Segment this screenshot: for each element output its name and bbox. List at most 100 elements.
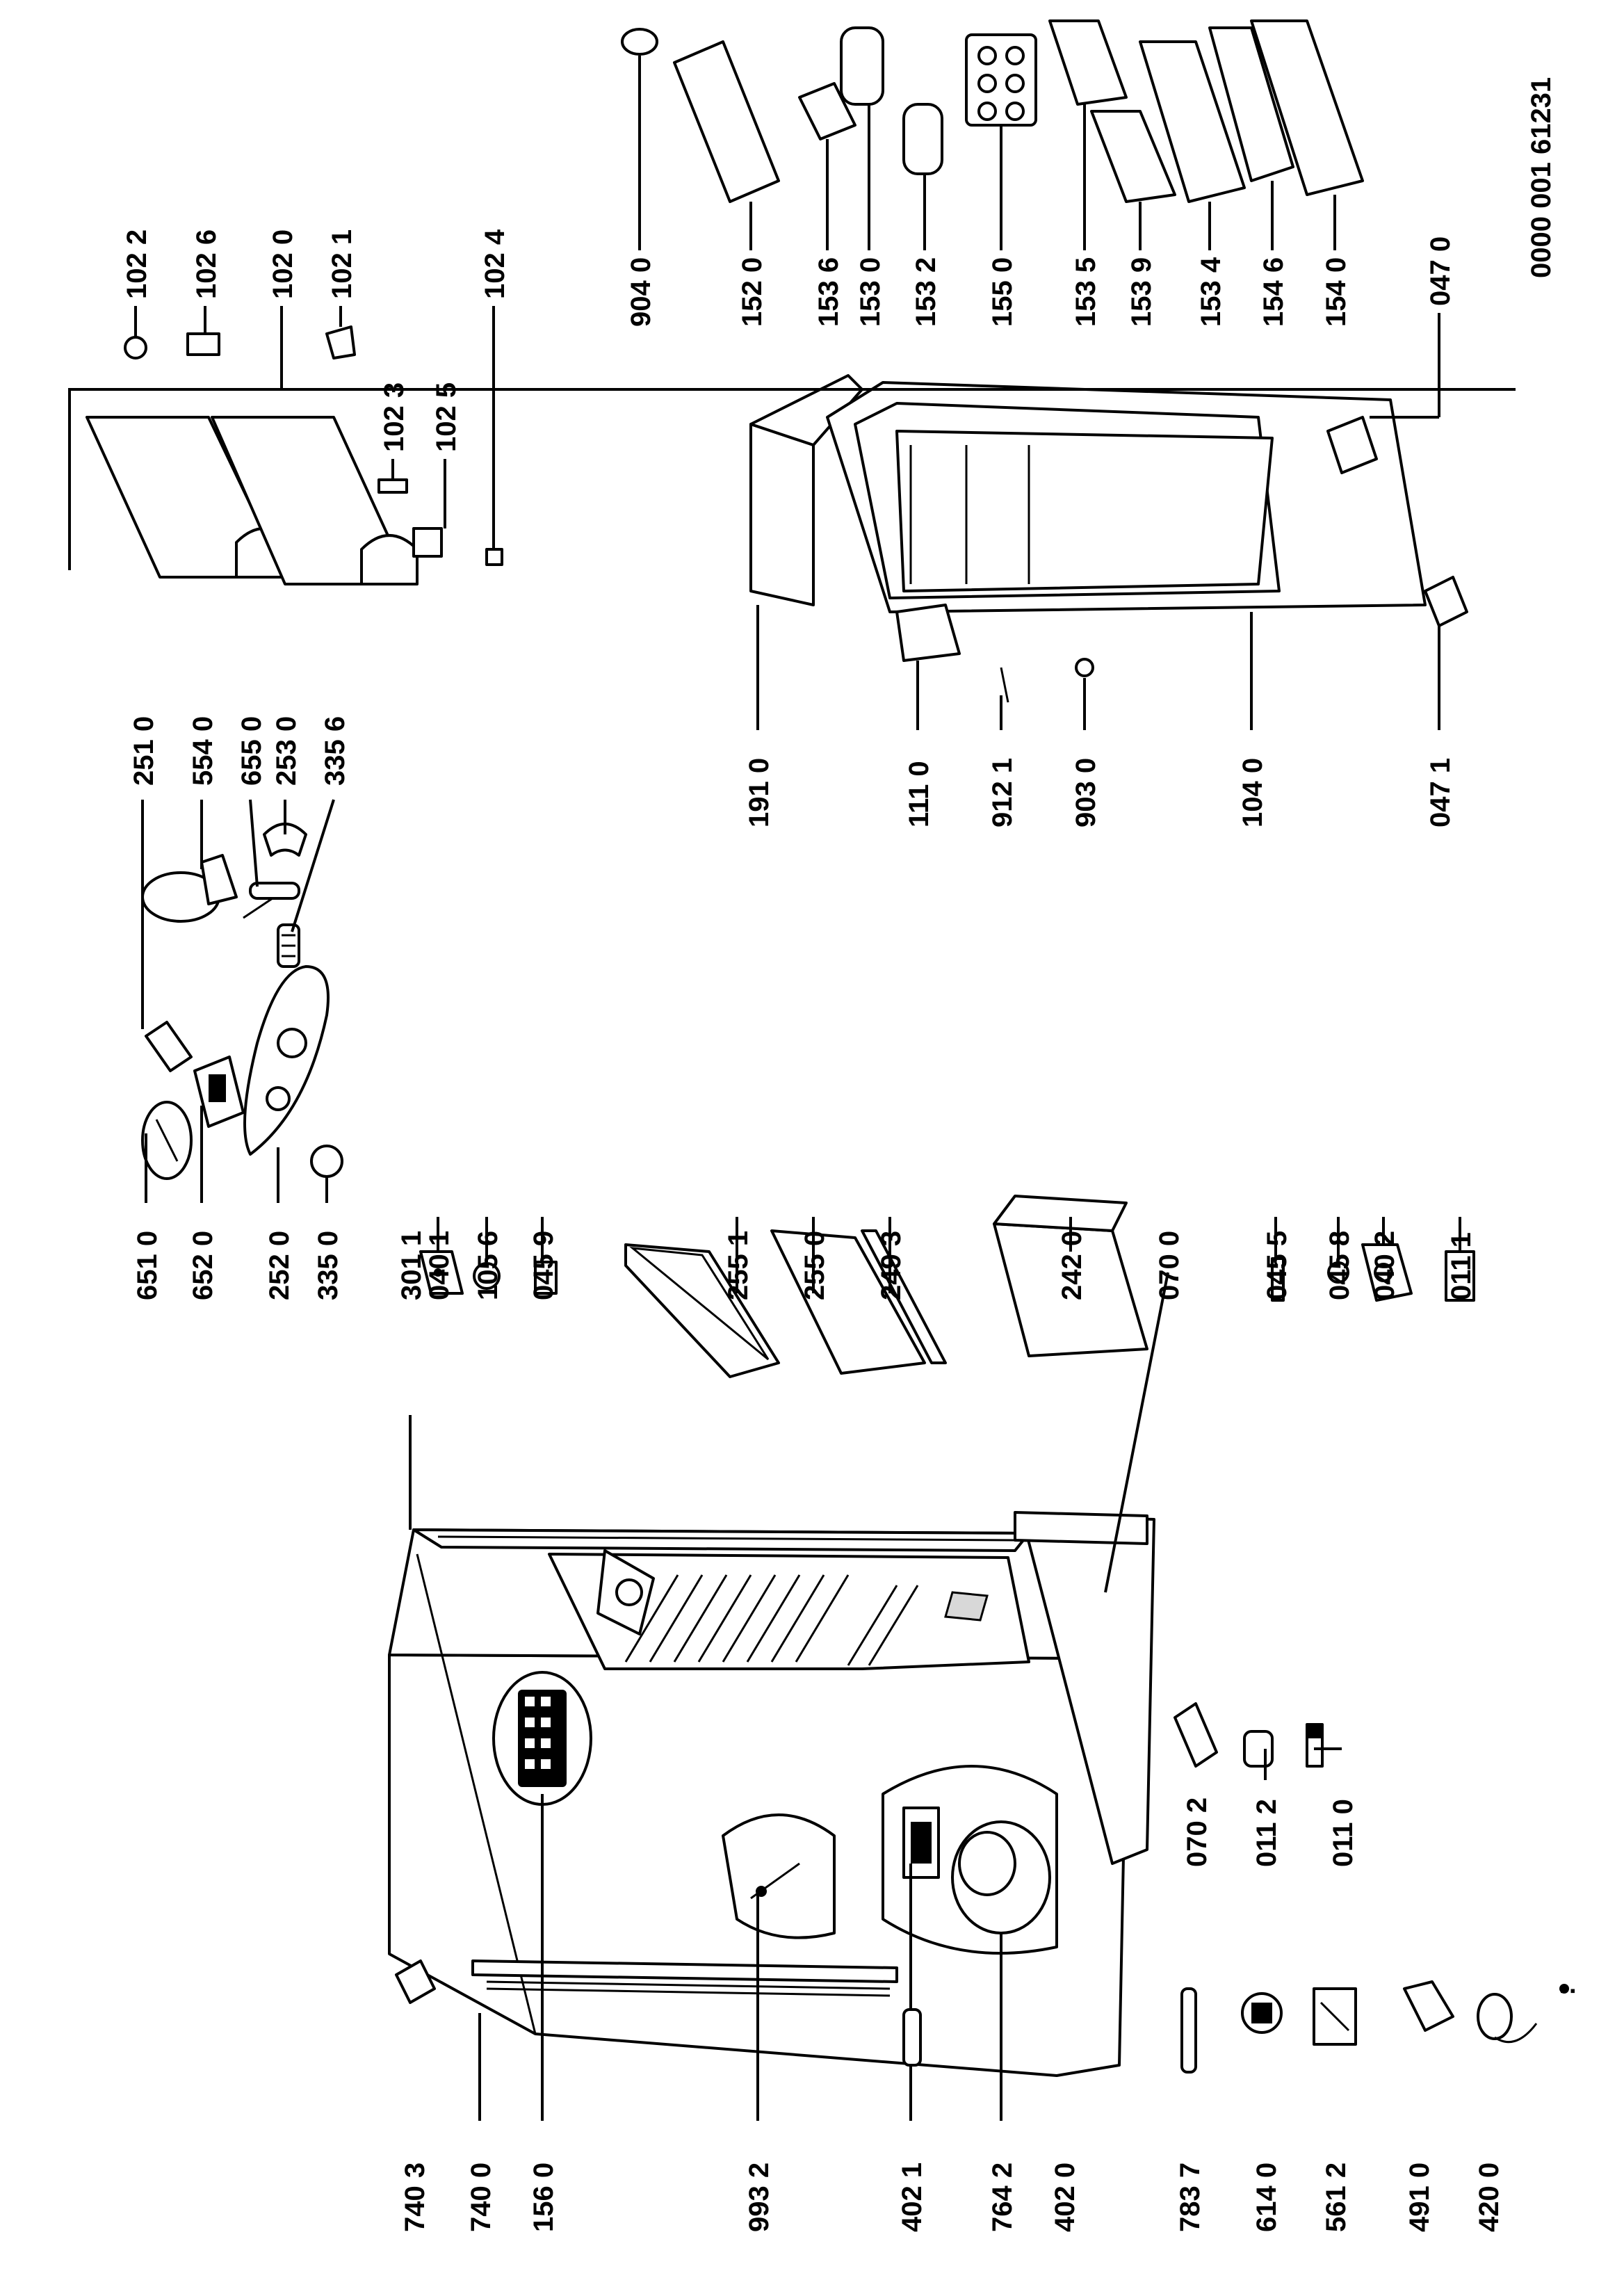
label-7642: 764 2 <box>987 2163 1018 2232</box>
bush-1056 <box>473 1262 501 1290</box>
label-1540: 154 0 <box>1321 257 1351 327</box>
freezer-flap-group <box>68 325 1516 585</box>
part-1021 <box>325 325 356 359</box>
bin-1540 <box>1250 19 1364 196</box>
label-1560: 156 0 <box>528 2163 559 2232</box>
part-0110 <box>1306 1723 1324 1768</box>
label-5540: 554 0 <box>188 716 218 786</box>
label-1020: 102 0 <box>268 229 298 299</box>
label-2420: 242 0 <box>1057 1231 1087 1300</box>
label-1534: 153 4 <box>1196 257 1226 327</box>
label-0458: 045 8 <box>1324 1231 1355 1300</box>
part-1025 <box>412 527 443 558</box>
part-4910 <box>1403 1980 1454 2032</box>
part-1026 <box>186 332 220 356</box>
label-3356: 335 6 <box>320 716 350 786</box>
label-6140: 614 0 <box>1251 2163 1282 2232</box>
label-0402: 040 2 <box>1370 1231 1400 1300</box>
freezer-leaders <box>134 306 495 549</box>
more-marker: : <box>1550 1987 1581 1996</box>
label-2550: 255 0 <box>799 1231 830 1300</box>
label-9932: 993 2 <box>744 2163 774 2232</box>
label-3011: 301 1 <box>396 1231 427 1300</box>
shelf-leaders <box>437 1217 1461 1293</box>
label-0110: 011 0 <box>1328 1799 1358 1867</box>
label-6520: 652 0 <box>188 1231 218 1300</box>
part-7403 <box>395 1959 436 2004</box>
vent-grille <box>492 1671 592 1806</box>
label-9121: 912 1 <box>987 758 1018 827</box>
glass-shelf-2551 <box>624 1243 780 1378</box>
plug-9030 <box>1075 658 1094 677</box>
label-1024: 102 4 <box>480 229 510 299</box>
part-6140 <box>1241 1992 1283 2034</box>
part-7642 <box>902 2008 922 2067</box>
label-9030: 903 0 <box>1071 758 1101 827</box>
label-6510: 651 0 <box>132 1231 163 1300</box>
condenser-grid <box>471 1959 898 1997</box>
bin-1534 <box>1139 40 1246 203</box>
label-0700: 070 0 <box>1154 1231 1185 1300</box>
label-1026: 102 6 <box>191 229 222 299</box>
label-5612: 561 2 <box>1321 2163 1351 2232</box>
label-1023: 102 3 <box>379 382 409 452</box>
hinge-0111 <box>1445 1250 1475 1302</box>
label-0111: 011 1 <box>1446 1232 1477 1300</box>
label-1536: 153 6 <box>813 257 844 327</box>
label-1530: 153 0 <box>855 257 886 327</box>
label-1025: 102 5 <box>431 382 462 452</box>
part-6520 <box>193 1056 245 1128</box>
label-0702: 070 2 <box>1182 1797 1212 1867</box>
screw-0458 <box>1327 1261 1349 1284</box>
part-6550 <box>249 882 300 900</box>
label-1021: 102 1 <box>327 229 357 299</box>
glass-plate-2550 <box>770 1229 926 1375</box>
label-1535: 153 5 <box>1071 257 1101 327</box>
handle-1110 <box>895 604 961 662</box>
compressor-detail <box>882 1765 1058 1955</box>
part-1536 <box>798 82 856 140</box>
label-0401: 040 1 <box>424 1231 455 1300</box>
label-4910: 491 0 <box>1404 2163 1435 2232</box>
label-4200: 420 0 <box>1474 2163 1504 2232</box>
label-1546: 154 6 <box>1258 257 1289 327</box>
part-6510 <box>141 1101 193 1180</box>
bin-1539 <box>1090 110 1176 203</box>
label-7400: 740 0 <box>466 2163 496 2232</box>
label-0459: 045 9 <box>528 1231 559 1300</box>
shelves-group <box>419 1195 1475 1378</box>
loose-leaders-bottom <box>1264 1747 1342 1780</box>
label-2551: 255 1 <box>723 1231 754 1300</box>
drawing-id: 0000 001 61231 <box>1526 77 1557 278</box>
part-9040 <box>621 28 658 56</box>
label-1550: 155 0 <box>987 257 1018 327</box>
label-7837: 783 7 <box>1175 2163 1205 2232</box>
part-1022 <box>124 336 147 359</box>
housing-2520 <box>243 965 330 1156</box>
thermostat-leaders <box>141 799 335 1203</box>
label-0112: 011 2 <box>1251 1799 1282 1867</box>
label-1022: 102 2 <box>122 229 152 299</box>
cabinet-shelf-rails <box>624 1574 919 1666</box>
part-0702 <box>1174 1702 1218 1768</box>
label-7403: 740 3 <box>400 2163 430 2232</box>
label-0455: 045 5 <box>1262 1231 1292 1300</box>
door-leaders <box>756 313 1440 730</box>
rail-1546 <box>1208 26 1294 182</box>
label-2510: 251 0 <box>129 716 159 786</box>
label-2520: 252 0 <box>264 1231 295 1300</box>
label-4021: 402 1 <box>897 2163 927 2232</box>
label-3350: 335 0 <box>313 1231 343 1300</box>
label-9040: 904 0 <box>626 257 656 327</box>
label-0471: 047 1 <box>1425 758 1456 827</box>
label-0470: 047 0 <box>1425 236 1456 306</box>
door-top-1910 <box>749 423 815 606</box>
can-1532 <box>902 103 943 175</box>
screw-9121 <box>1000 667 1009 703</box>
can-1530 <box>840 26 884 106</box>
part-1024 <box>485 548 503 566</box>
label-1532: 153 2 <box>911 257 941 327</box>
bin-1535 <box>1048 19 1128 106</box>
label-4020: 402 0 <box>1050 2163 1080 2232</box>
